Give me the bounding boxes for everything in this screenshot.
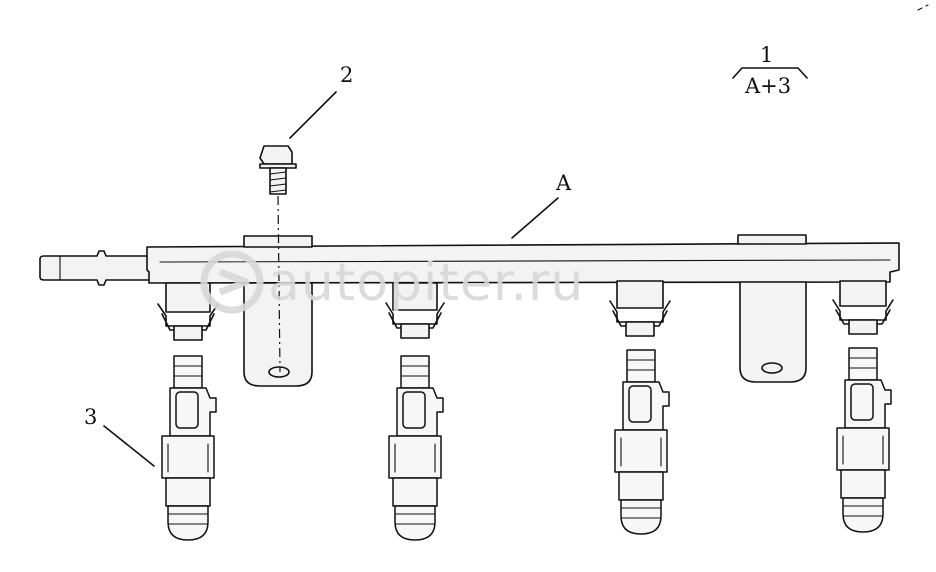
clip-2 [385, 302, 445, 339]
leader-lines [103, 67, 808, 467]
injector-4 [836, 347, 892, 533]
bolt [259, 145, 297, 373]
injectors [161, 347, 892, 541]
callout-1-formula: A+3 [744, 74, 791, 98]
callout-2-label: 2 [340, 63, 353, 87]
leader-2 [289, 91, 337, 139]
fuel-rail [39, 234, 900, 387]
leader-3 [103, 425, 155, 467]
injector-3 [614, 349, 670, 535]
callout-a-label: A [555, 171, 572, 195]
watermark: autopiter.ru [200, 250, 584, 314]
injector-2 [388, 355, 444, 541]
callout-1-label: 1 [760, 43, 773, 67]
injector-1 [161, 355, 217, 541]
bolt-axis-line [277, 195, 281, 373]
clip-1 [157, 303, 219, 341]
clip-4 [832, 299, 894, 335]
clip-3 [609, 300, 671, 337]
callout-1-bracket [732, 67, 808, 79]
play-circle-logo-icon [200, 250, 264, 314]
injector-clips [157, 299, 894, 341]
watermark-text: autopiter.ru [268, 253, 584, 313]
callout-3-label: 3 [84, 405, 97, 429]
leader-a [511, 197, 559, 239]
